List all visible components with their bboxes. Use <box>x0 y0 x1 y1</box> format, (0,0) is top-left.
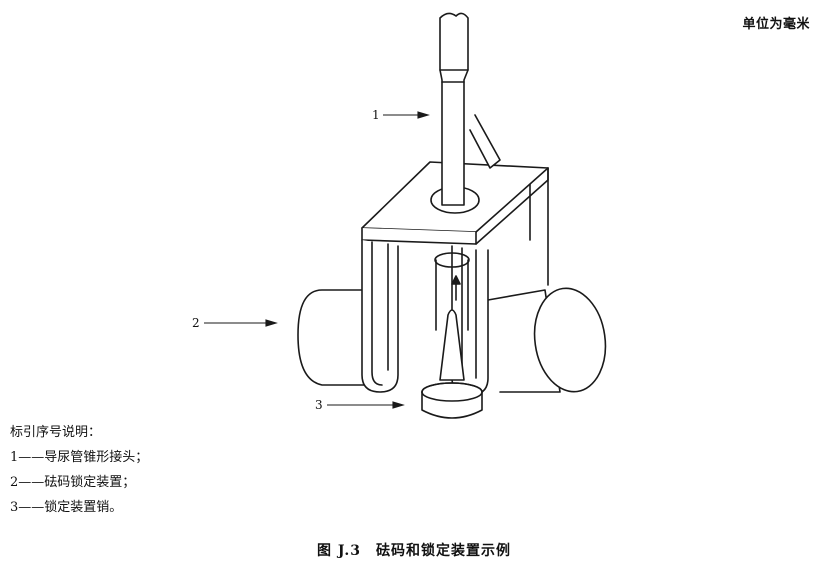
insertion-arrow <box>451 275 461 301</box>
figure-caption: 图 J.3 砝码和锁定装置示例 <box>316 543 512 559</box>
frame-left-leg <box>361 239 399 393</box>
frame-back <box>529 167 549 286</box>
callout-leader-3 <box>327 401 405 409</box>
legend: 标引序号说明： 1——导尿管锥形接头； 2——砝码锁定装置； 3——锁定装置销。 <box>10 420 148 520</box>
callout-leader-2 <box>204 319 278 327</box>
unit-note: 单位为毫米 <box>742 17 810 32</box>
legend-heading: 标引序号说明： <box>10 425 102 440</box>
rear-bracket <box>469 114 501 169</box>
locking-device-pin <box>421 309 483 419</box>
callout-number-1: 1 <box>372 108 380 122</box>
right-weight <box>487 287 607 393</box>
left-weight <box>297 289 383 386</box>
catheter-tapered-connector <box>434 12 470 331</box>
callout-leader-1 <box>383 111 430 119</box>
legend-item: 1——导尿管锥形接头； <box>10 450 149 465</box>
callout-number-2: 2 <box>192 316 200 330</box>
legend-item: 3——锁定装置销。 <box>10 500 123 515</box>
legend-item: 2——砝码锁定装置； <box>10 475 136 490</box>
callout-number-3: 3 <box>315 398 323 412</box>
